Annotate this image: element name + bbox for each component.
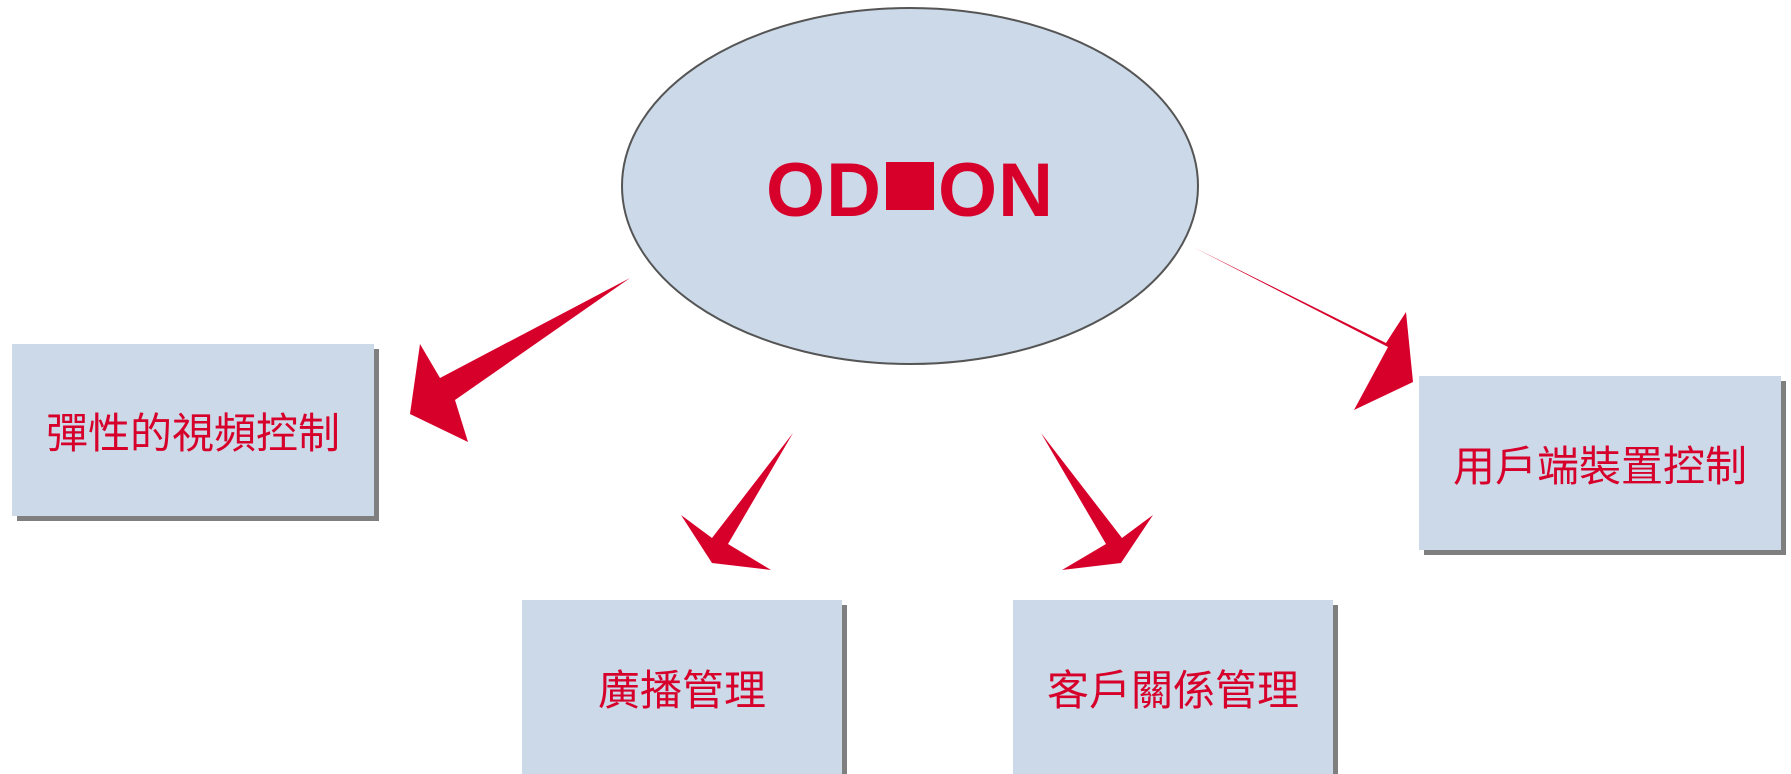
arrow-to-broadcast <box>681 433 793 570</box>
center-title-right: ON <box>938 147 1054 233</box>
box-video-control-label: 彈性的視頻控制 <box>45 408 340 458</box>
center-title: OD ON <box>620 140 1200 240</box>
box-crm: 客戶關係管理 <box>1013 600 1333 774</box>
box-client-device-control-label: 用戶端裝置控制 <box>1452 441 1747 491</box>
arrow-to-crm <box>1041 433 1153 570</box>
box-broadcast-management-label: 廣播管理 <box>597 665 766 715</box>
box-video-control: 彈性的視頻控制 <box>12 344 374 516</box>
center-title-square-mark <box>886 162 934 210</box>
arrow-to-client-device <box>1193 247 1413 410</box>
box-broadcast-management: 廣播管理 <box>522 600 842 774</box>
box-crm-label: 客戶關係管理 <box>1046 665 1299 715</box>
center-title-left: OD <box>766 147 882 233</box>
box-client-device-control: 用戶端裝置控制 <box>1419 376 1781 550</box>
arrow-to-video-control <box>410 278 630 442</box>
